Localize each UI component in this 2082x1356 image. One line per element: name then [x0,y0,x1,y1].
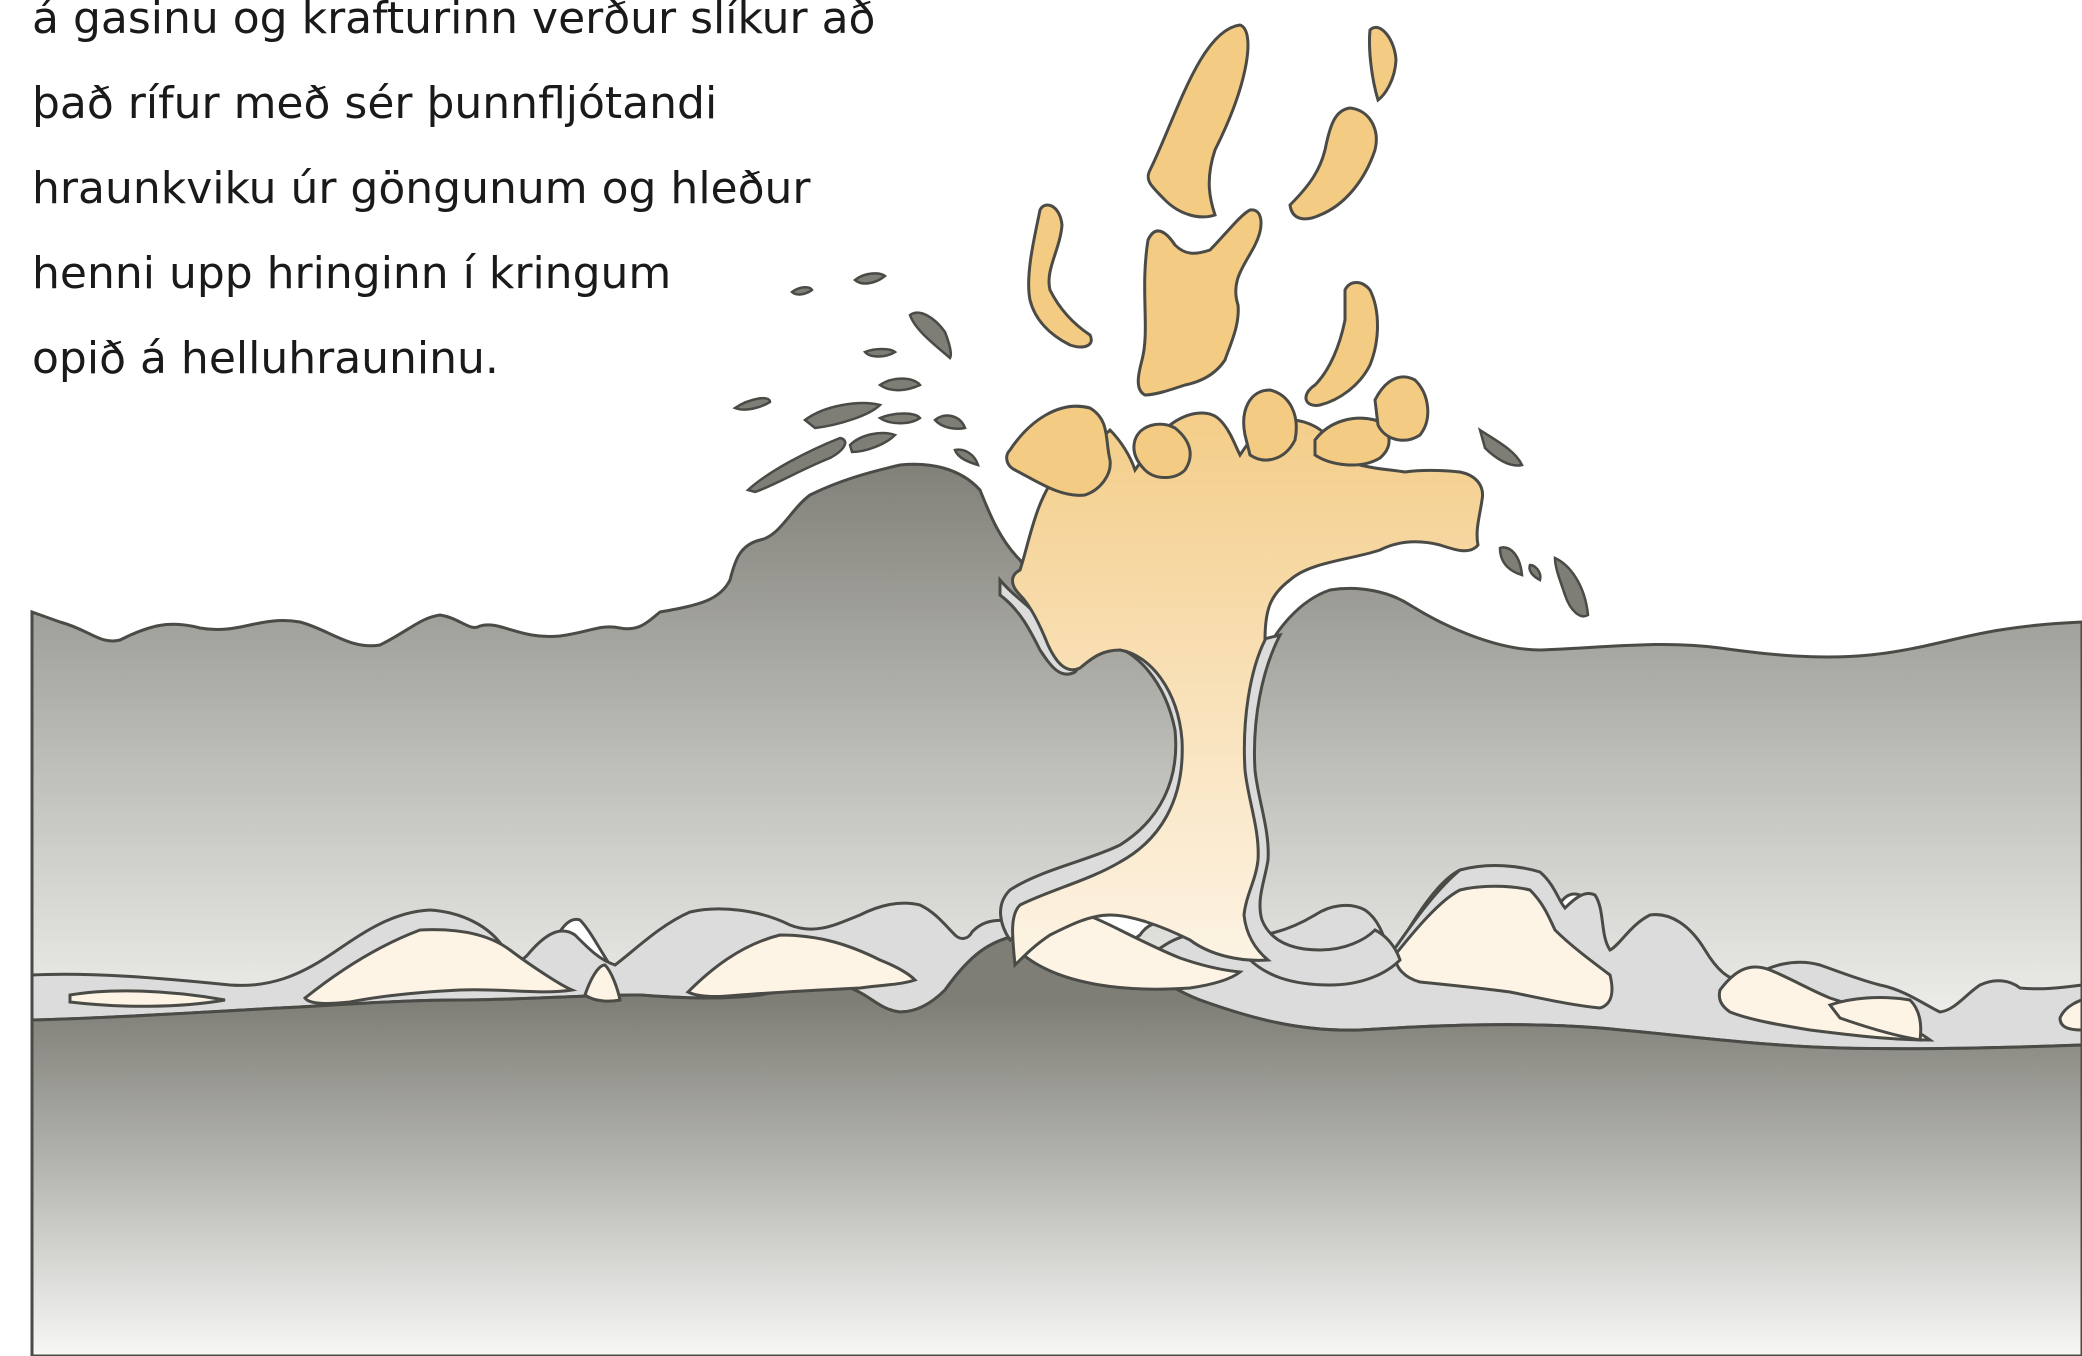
lava-bomb [1148,25,1248,217]
rock-fragment [748,438,845,492]
rock-fragment [910,313,951,358]
lava-bomb [1290,108,1376,219]
lava-bomb [1375,377,1428,440]
rock-fragment [865,349,895,357]
rock-fragment [955,450,978,465]
rock-fragment [935,416,965,429]
rock-fragment [855,273,885,283]
lava-splatter [1244,390,1297,460]
lava-splatter [1007,406,1111,495]
rock-fragment [1555,558,1588,616]
lava-bomb [1306,283,1378,406]
lava-bomb [1029,205,1092,347]
rock-fragment [735,398,770,409]
rock-fragment [880,414,920,424]
rock-fragment [792,287,812,294]
rock-fragment [805,403,880,428]
lava-bomb [1138,210,1261,395]
lava-bomb [1369,27,1396,100]
rock-fragment [880,379,920,391]
rock-fragment [1529,565,1540,580]
rock-fragment [1480,430,1522,466]
rock-fragment [1500,547,1522,575]
rock-fragment [850,433,895,452]
